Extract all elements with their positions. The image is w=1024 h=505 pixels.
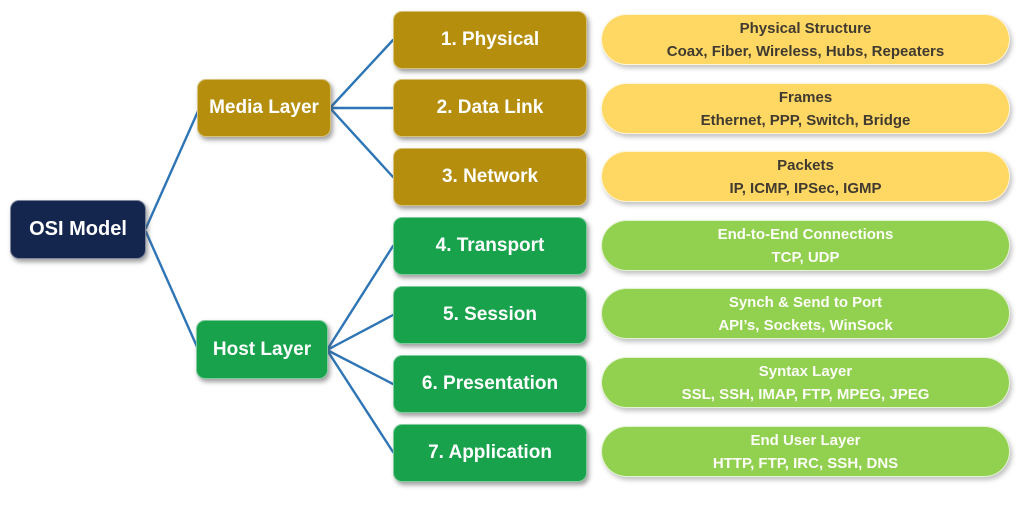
pill-protocols: TCP, UDP [771, 248, 840, 266]
osi-model-node: OSI Model [10, 200, 146, 259]
pill-protocols: Coax, Fiber, Wireless, Hubs, Repeaters [666, 42, 945, 60]
connector-host-presentation [325, 348, 395, 386]
host-layer-node: Host Layer [196, 320, 328, 379]
layer-node-physical: 1. Physical [393, 11, 587, 69]
pill-protocols: SSL, SSH, IMAP, FTP, MPEG, JPEG [681, 385, 930, 403]
connector-root-host [144, 230, 200, 351]
layer-node-network: 3. Network [393, 148, 587, 206]
connector-host-application [325, 348, 395, 454]
connector-root-media [144, 107, 201, 230]
description-pill-datalink: Frames Ethernet, PPP, Switch, Bridge [601, 83, 1010, 134]
pill-summary: Synch & Send to Port [728, 293, 883, 311]
description-pill-physical: Physical Structure Coax, Fiber, Wireless… [601, 14, 1010, 65]
description-pill-presentation: Syntax Layer SSL, SSH, IMAP, FTP, MPEG, … [601, 357, 1010, 408]
pill-summary: End User Layer [750, 431, 861, 449]
pill-protocols: IP, ICMP, IPSec, IGMP [729, 179, 882, 197]
description-pill-network: Packets IP, ICMP, IPSec, IGMP [601, 151, 1010, 202]
pill-summary: Syntax Layer [758, 362, 853, 380]
pill-protocols: HTTP, FTP, IRC, SSH, DNS [712, 454, 899, 472]
connector-media-physical [328, 38, 395, 110]
pill-summary: Frames [778, 88, 833, 106]
layer-node-datalink: 2. Data Link [393, 79, 587, 137]
pill-summary: Physical Structure [739, 19, 872, 37]
connector-host-transport [325, 244, 395, 352]
connector-host-session [325, 313, 395, 352]
media-layer-node: Media Layer [197, 79, 331, 137]
pill-summary: Packets [777, 156, 834, 174]
connector-media-network [328, 106, 395, 179]
layer-node-application: 7. Application [393, 424, 587, 482]
description-pill-application: End User Layer HTTP, FTP, IRC, SSH, DNS [601, 426, 1010, 477]
description-pill-transport: End-to-End Connections TCP, UDP [601, 220, 1010, 271]
pill-protocols: API’s, Sockets, WinSock [718, 316, 893, 334]
layer-node-session: 5. Session [393, 286, 587, 344]
layer-node-transport: 4. Transport [393, 217, 587, 275]
pill-protocols: Ethernet, PPP, Switch, Bridge [700, 111, 911, 129]
pill-summary: End-to-End Connections [717, 225, 894, 243]
layer-node-presentation: 6. Presentation [393, 355, 587, 413]
description-pill-session: Synch & Send to Port API’s, Sockets, Win… [601, 288, 1010, 339]
